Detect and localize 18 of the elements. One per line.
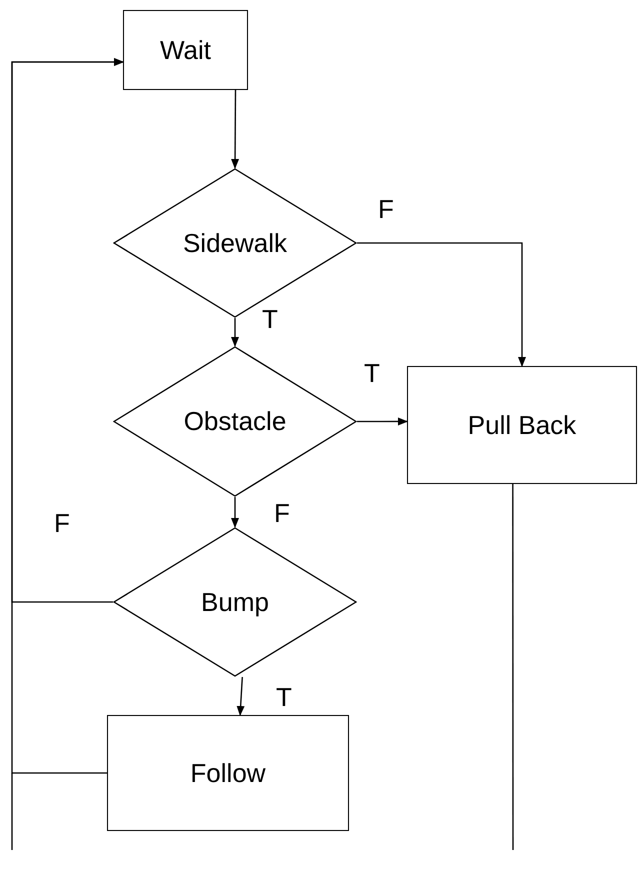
decision-diamond <box>113 346 357 497</box>
arrow <box>231 90 240 169</box>
node-label: Pull Back <box>468 408 576 442</box>
arrow <box>231 318 239 347</box>
process-box <box>107 715 349 831</box>
process-box <box>407 366 637 484</box>
process-box <box>123 10 248 90</box>
node-label: Bump <box>201 586 269 618</box>
arrow <box>236 676 245 716</box>
decision-diamond <box>113 527 357 677</box>
node-label: Sidewalk <box>182 226 288 260</box>
arrow <box>231 497 239 528</box>
node-label: Wait <box>160 34 212 66</box>
arrow <box>357 417 408 426</box>
arrow <box>11 58 124 774</box>
node-label: Follow <box>190 756 266 790</box>
arrow <box>357 242 526 367</box>
node-label: Obstacle <box>184 405 286 438</box>
